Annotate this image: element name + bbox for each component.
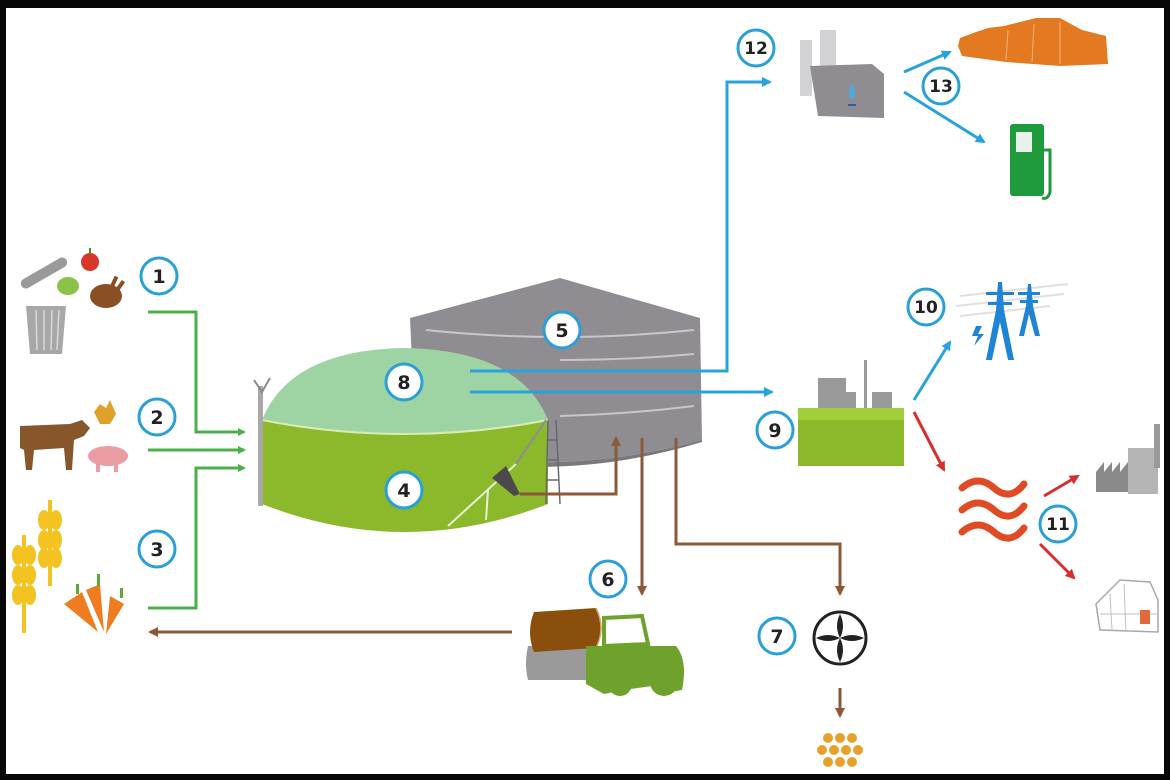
arrow-storage-to-separator (674, 438, 845, 596)
arrow-gas-to-upgrading (470, 77, 772, 373)
marker-7: 7 (757, 616, 797, 656)
marker-ring (906, 287, 946, 327)
marker-ring (542, 310, 582, 350)
marker-label: 2 (150, 407, 163, 429)
input-arrows (148, 310, 246, 610)
marker-12: 12 (736, 28, 776, 68)
marker-label: 12 (744, 39, 768, 59)
marker-label: 13 (929, 77, 953, 97)
marker-10: 10 (906, 287, 946, 327)
heat-arrows (912, 411, 1080, 580)
arrow-food-waste-to-digester (148, 310, 246, 436)
marker-ring (921, 66, 961, 106)
heat-waves-icon (958, 477, 1028, 542)
marker-ring (1038, 504, 1078, 544)
marker-ring (588, 559, 628, 599)
marker-8: 8 (384, 362, 424, 402)
marker-5: 5 (542, 310, 582, 350)
marker-label: 10 (914, 298, 938, 318)
marker-label: 9 (768, 420, 781, 442)
marker-label: 4 (397, 480, 410, 502)
marker-13: 13 (921, 66, 961, 106)
marker-label: 5 (555, 320, 568, 342)
arrow-upgrading-to-fuel (903, 90, 986, 144)
marker-label: 11 (1046, 515, 1070, 535)
marker-label: 1 (152, 266, 165, 288)
marker-6: 6 (588, 559, 628, 599)
houses-icon (958, 18, 1108, 66)
marker-3: 3 (137, 529, 177, 569)
marker-ring (757, 616, 797, 656)
marker-11: 11 (1038, 504, 1078, 544)
arrow-digester-to-storage (520, 436, 621, 496)
fuel-pump-icon (1010, 124, 1052, 200)
marker-label: 3 (150, 539, 163, 561)
arrow-chp-to-grid (912, 340, 952, 401)
greenhouse-icon (1095, 579, 1159, 633)
factory-icon (1096, 424, 1160, 494)
marker-ring (384, 470, 424, 510)
digestate-arrows (148, 436, 845, 718)
arrow-crops-to-digester (148, 464, 246, 610)
marker-ring (384, 362, 424, 402)
marker-ring (755, 410, 795, 450)
arrow-heat-to-factory (1043, 474, 1080, 498)
pellets-icon (817, 733, 863, 767)
arrow-heat-to-greenhouse (1038, 542, 1076, 580)
gas-arrows (470, 50, 986, 401)
power-pylon-icon (955, 282, 1069, 360)
marker-label: 7 (770, 626, 783, 648)
gas-upgrading-icon (800, 30, 884, 118)
cow-pig-chicken-icon (20, 400, 128, 472)
separator-fan-icon (812, 610, 868, 666)
arrow-chp-to-heat (912, 411, 946, 472)
marker-1: 1 (139, 256, 179, 296)
marker-label: 8 (397, 372, 410, 394)
marker-label: 6 (601, 569, 614, 591)
trash-bin-icon (20, 248, 126, 354)
marker-ring (137, 529, 177, 569)
marker-9: 9 (755, 410, 795, 450)
wheat-carrot-icon (12, 500, 124, 634)
chp-plant-icon (798, 360, 904, 466)
marker-ring (137, 397, 177, 437)
arrow-upgrading-to-houses (903, 50, 952, 74)
marker-ring (736, 28, 776, 68)
marker-4: 4 (384, 470, 424, 510)
tractor-tanker-icon (526, 607, 684, 696)
marker-2: 2 (137, 397, 177, 437)
marker-ring (139, 256, 179, 296)
